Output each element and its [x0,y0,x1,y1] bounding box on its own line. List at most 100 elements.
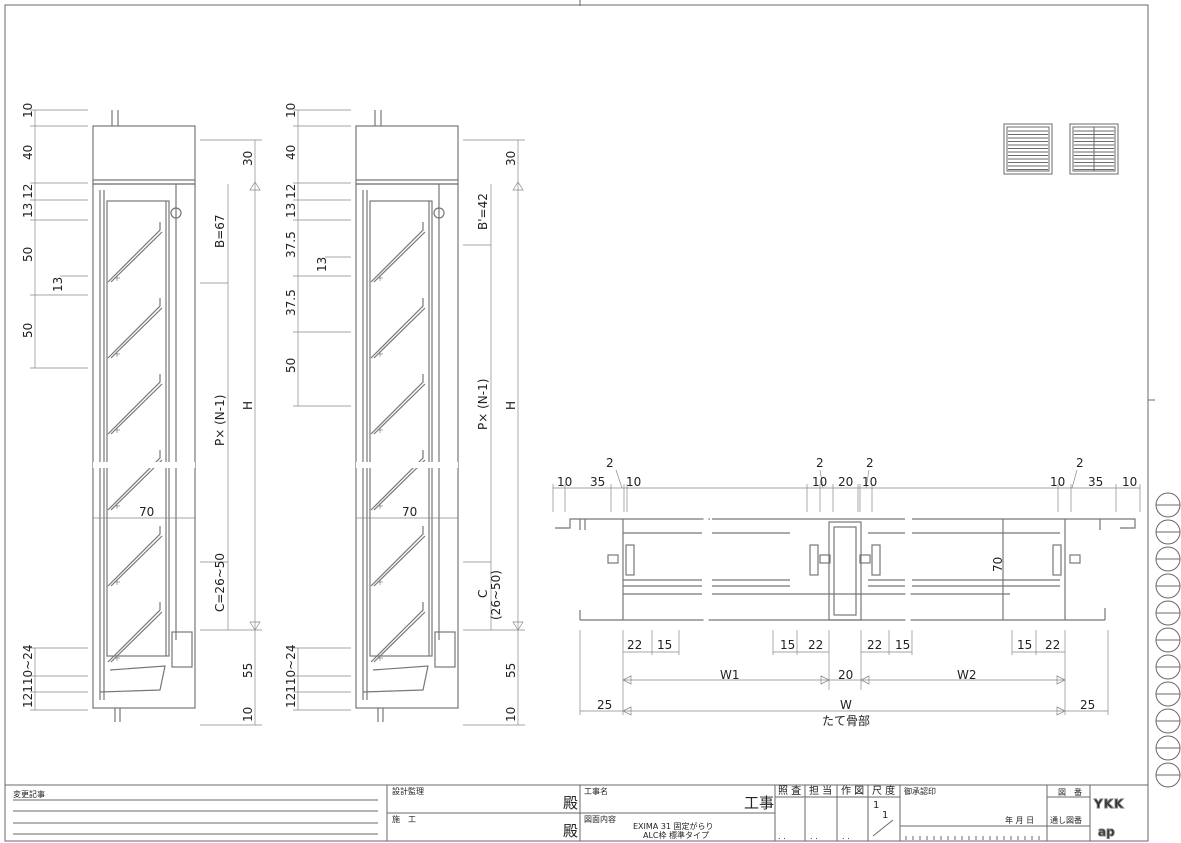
project-suffix: 工事 [744,794,774,812]
project-name-label: 工事名 [584,786,608,796]
dim-label: 70 [402,505,417,519]
dim-label: 13 [315,257,329,272]
louver-blade [107,222,163,283]
signature-dots: . . [778,832,786,841]
louver-blade [370,298,426,359]
dim-label: 22 [808,638,823,652]
section-dimension-lines [552,469,1141,716]
dim-label: P× (N-1) [476,379,490,430]
dim-label: 22 [1045,638,1060,652]
charge-label: 担 当 [809,784,832,797]
svg-text:YKK: YKK [1093,797,1124,811]
dim-label: 30 [504,151,518,166]
dim-label: H [504,401,518,410]
dim-label: 55 [241,663,255,678]
dim-label: 10 [1050,475,1065,489]
dim-label: 13 12 [21,184,35,218]
dim-label: 25 [1080,698,1095,712]
signature-dots: . . [842,832,850,841]
dim-label-w: W [840,698,852,712]
draw-label: 作 図 [841,785,864,797]
dim-label: 70 [991,557,1005,572]
dim-label: 10 [557,475,572,489]
ykk-ap-logo: YKK ap [1093,797,1124,840]
dim-label: C [476,590,490,598]
dim-label: 22 [867,638,882,652]
honorific: 殿 [563,822,578,840]
left-dimension-labels: 10 40 13 12 37.5 13 37.5 50 12110~24 [284,103,329,708]
drawing-content-label: 図面内容 [584,814,616,824]
dim-label: 50 [284,358,298,373]
dim-label: 2 [606,456,614,470]
louver-blade [107,298,163,359]
dim-label: 55 [504,663,518,678]
signature-dots: . . [810,832,818,841]
louver-blade [370,374,426,435]
dim-label: 12110~24 [284,645,298,709]
serial-number-label: 通し図番 [1050,815,1082,825]
dim-label: 10 [626,475,641,489]
dim-label: 10 [1122,475,1137,489]
dim-label: 13 12 [284,184,298,218]
dim-label: 22 [627,638,642,652]
dim-label: 70 [139,505,154,519]
scale-label: 尺 度 [872,784,895,797]
construction-label: 施 工 [392,814,416,824]
dim-label: 10 [284,103,298,118]
dim-label: 30 [241,151,255,166]
dim-label: (26~50) [489,570,503,620]
dim-label: 50 [21,247,35,262]
louver-blade [370,526,426,587]
dim-label: B'=42 [476,193,490,230]
section-bottom-dimension-labels: 22 15 15 22 22 15 15 22 70 W1 20 W2 25 W… [597,557,1095,728]
dim-label: 15 [1017,638,1032,652]
dim-label: 35 [1088,475,1103,489]
dim-label: 40 [21,145,35,160]
dim-label: 15 [780,638,795,652]
louver-blade [370,222,426,283]
date-label: 年 月 日 [1005,815,1034,825]
dim-label: 37.5 [284,231,298,258]
dim-label: 35 [590,475,605,489]
left-dimension-lines [30,109,262,726]
left-dimension-labels: 10 40 13 12 50 13 50 12110~24 [21,103,65,708]
approval-label: 御承認印 [904,786,936,796]
dim-label: 10 [812,475,827,489]
dim-label: C=26~50 [213,553,227,612]
horizontal-section: 10 35 2 10 2 10 20 2 10 2 10 35 10 22 15… [552,456,1141,728]
louver-double-thumbnail [1069,123,1119,175]
louver-blade [370,450,426,511]
dim-label: 15 [657,638,672,652]
louver-vertical-section-2: 10 40 13 12 37.5 13 37.5 50 12110~24 30 … [284,103,525,726]
dim-label: 10 [504,707,518,722]
check-label: 照 査 [778,784,801,797]
dim-label: 13 [51,277,65,292]
binding-hole-marks [1155,492,1181,788]
dim-label: 15 [895,638,910,652]
louver-blade [107,374,163,435]
dimension-lines [293,109,525,726]
louver-blade [107,526,163,587]
section-profile [555,518,1136,621]
louver-blades [107,222,163,663]
dim-label: 10 [241,707,255,722]
louver-blade [107,450,163,511]
dim-label: P× (N-1) [213,395,227,446]
frame-profile [92,110,196,722]
revision-label: 変更記事 [13,789,45,799]
dim-label: 37.5 [284,289,298,316]
dim-label: H [241,401,255,410]
louver-single-thumbnail [1003,123,1053,175]
dim-label: 2 [1076,456,1084,470]
louver-blade [370,602,426,663]
drawing-content-line: EXIMA 31 固定がらり [633,821,714,831]
svg-text:ap: ap [1098,825,1115,839]
design-supervision-label: 設計監理 [392,786,424,796]
section-caption: たて骨部 [822,713,870,728]
drawing-number-label: 図 番 [1058,787,1082,797]
dim-label: 2 [866,456,874,470]
louver-blade [107,602,163,663]
right-dimension-labels: 30 B'=42 P× (N-1) H C (26~50) 55 10 70 [402,151,518,722]
drawing-content-line: ALC枠 標準タイプ [643,830,709,840]
right-dimension-labels: 30 B=67 P× (N-1) H C=26~50 55 10 70 [139,151,255,722]
